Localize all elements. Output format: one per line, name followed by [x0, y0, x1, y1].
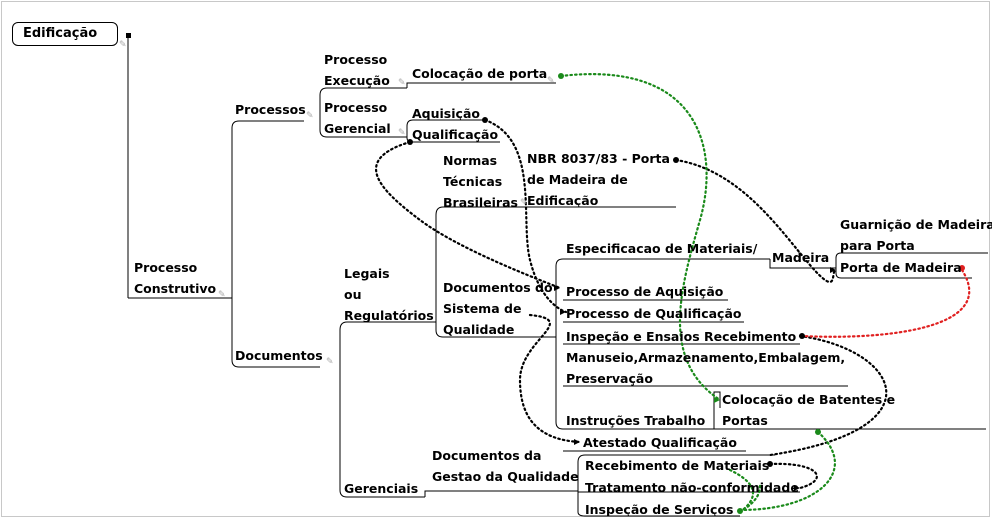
topic-line: Legais — [344, 266, 390, 281]
topic-line: Portas — [722, 413, 768, 428]
topic-tratamento-nao-conformidade[interactable]: Tratamento não-conformidade — [585, 480, 799, 495]
note-icon[interactable]: ✎ — [119, 40, 127, 50]
topic-gerenciais[interactable]: Gerenciais — [344, 481, 419, 496]
topic-line: Normas — [443, 153, 498, 168]
topic-line: Documentos da — [432, 448, 542, 463]
topic-line: Construtivo — [134, 281, 217, 296]
topic-line: Gerencial — [324, 121, 391, 136]
topic-line: Manuseio,Armazenamento,Embalagem, — [566, 350, 846, 365]
topic-madeira[interactable]: Madeira — [772, 250, 830, 265]
topic-processo-execucao[interactable]: Processo Execução — [324, 49, 390, 91]
topic-qualificacao[interactable]: Qualificação — [412, 127, 499, 142]
note-icon[interactable]: ✎ — [398, 78, 406, 88]
topic-atestado-qualificacao[interactable]: Atestado Qualificação — [583, 435, 737, 450]
topic-documentos-da-gestao-da-qualidade[interactable]: Documentos da Gestao da Qualidade — [432, 445, 579, 487]
topic-line: Gestao da Qualidade — [432, 469, 579, 484]
topic-line: de Madeira de — [527, 172, 628, 187]
topic-documentos[interactable]: Documentos — [235, 348, 323, 363]
topic-documentos-do-sistema-de-qualidade[interactable]: Documentos do Sistema de Qualidade — [443, 277, 553, 340]
topic-line: ou — [344, 287, 362, 302]
topic-line: Execução — [324, 73, 390, 88]
topic-line: Regulatórios — [344, 308, 434, 323]
topic-legais-ou-regulatorios[interactable]: Legais ou Regulatórios — [344, 263, 434, 326]
topic-inspecao-e-ensaios-recebimento[interactable]: Inspeção e Ensaios Recebimento — [566, 329, 797, 344]
topic-processo-de-qualificacao[interactable]: Processo de Qualificação — [566, 306, 742, 321]
note-icon[interactable]: ✎ — [306, 111, 314, 121]
topic-processo-de-aquisicao[interactable]: Processo de Aquisição — [566, 284, 724, 299]
topic-colocacao-de-porta[interactable]: Colocação de porta — [412, 66, 548, 81]
topic-line: Qualidade — [443, 322, 515, 337]
topic-manuseio-armazenamento[interactable]: Manuseio,Armazenamento,Embalagem, Preser… — [566, 347, 845, 389]
note-icon[interactable]: ✎ — [398, 128, 406, 138]
topic-processos[interactable]: Processos — [235, 102, 306, 117]
topic-instrucoes-trabalho[interactable]: Instruções Trabalho — [566, 413, 706, 428]
topic-line: Preservação — [566, 371, 653, 386]
topic-line: Edificação — [527, 193, 599, 208]
topic-line: Processo — [324, 52, 388, 67]
topic-normas-tecnicas-brasileiras[interactable]: Normas Técnicas Brasileiras — [443, 150, 518, 213]
topic-recebimento-de-materiais[interactable]: Recebimento de Materiais — [585, 458, 770, 473]
note-icon[interactable]: ✎ — [520, 198, 528, 208]
topic-line: Documentos do — [443, 280, 553, 295]
topic-line: Colocação de Batentes e — [722, 392, 896, 407]
topic-line: Sistema de — [443, 301, 522, 316]
topic-line: Processo — [324, 100, 388, 115]
topic-line: para Porta — [840, 238, 915, 253]
topic-inspecao-de-servicos[interactable]: Inspeção de Serviços — [585, 502, 734, 517]
topic-line: NBR 8037/83 - Porta — [527, 151, 670, 166]
topic-line: Guarnição de Madeira — [840, 217, 992, 232]
note-icon[interactable]: ✎ — [218, 290, 226, 300]
topic-especificacao-de-materiais[interactable]: Especificacao de Materiais/ — [566, 241, 758, 256]
topic-colocacao-de-batentes-e-portas[interactable]: Colocação de Batentes e Portas — [722, 389, 895, 431]
topic-guarnicao-de-madeira[interactable]: Guarnição de Madeira para Porta — [840, 214, 992, 256]
topic-aquisicao[interactable]: Aquisição — [412, 106, 480, 121]
note-icon[interactable]: ✎ — [326, 357, 334, 367]
root-topic[interactable]: Edificação — [12, 22, 118, 46]
topic-processo-gerencial[interactable]: Processo Gerencial — [324, 97, 391, 139]
topic-processo-construtivo[interactable]: Processo Construtivo — [134, 257, 216, 299]
topic-porta-de-madeira[interactable]: Porta de Madeira — [840, 260, 962, 275]
topic-line: Técnicas — [443, 174, 503, 189]
topic-nbr-8037[interactable]: NBR 8037/83 - Porta de Madeira de Edific… — [527, 148, 670, 211]
topic-line: Processo — [134, 260, 198, 275]
topic-line: Brasileiras — [443, 195, 518, 210]
note-icon[interactable]: ✎ — [547, 76, 555, 86]
